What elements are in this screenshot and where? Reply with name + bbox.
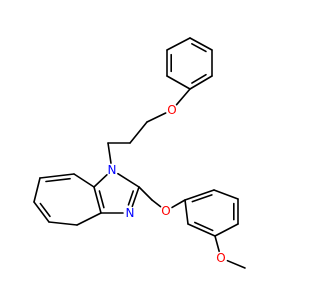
bond-r2-r3 — [213, 189, 239, 200]
bond-p4-p5 — [166, 75, 191, 90]
bond-c7a-n1 — [93, 174, 108, 188]
bond-p6-p1 — [166, 37, 191, 51]
bond-p4-oc — [175, 88, 191, 106]
bond-r1-r2-inner — [191, 194, 213, 203]
bond-c2i-ch2 — [138, 186, 153, 201]
atom-label-n1: N — [108, 163, 117, 177]
bond-c5-c4 — [33, 201, 50, 223]
bond-c3a-c7a — [93, 186, 102, 214]
bond-oe-r1 — [171, 199, 186, 209]
bond-p1-p2-inner — [191, 42, 207, 53]
bond-c3-n1 — [107, 142, 112, 164]
bond-c2i-n3-inner — [127, 190, 135, 206]
bond-c4-c4b — [48, 221, 78, 226]
bond-r4-r5 — [214, 223, 239, 237]
bond-r5-om — [214, 235, 220, 253]
bond-c4b-c3a — [76, 212, 102, 226]
bond-c3a-c7a-inner — [98, 190, 105, 209]
bond-c2i-n3 — [131, 186, 140, 208]
atom-label-o-ether: O — [161, 204, 170, 218]
bond-p1-p2 — [189, 37, 213, 51]
bond-c6-c5 — [33, 177, 41, 203]
bond-om-me — [226, 259, 246, 269]
atom-label-o-methoxy: O — [216, 251, 225, 265]
bond-p3-p4-inner — [191, 73, 207, 84]
bond-c1-c2 — [129, 121, 148, 144]
bond-r5-r6-inner — [194, 221, 214, 232]
bond-c7a-c7 — [73, 173, 95, 188]
bond-r1-r2 — [184, 189, 215, 201]
bond-c7-c6 — [39, 173, 75, 179]
bond-p3-p4 — [189, 75, 213, 90]
atom-label-n3: N — [126, 206, 135, 220]
bond-r5-r6 — [187, 223, 216, 237]
molecule-structure-diagram: N N O O O — [33, 37, 246, 269]
bond-r6-r1 — [184, 199, 189, 225]
bond-ch2-oe — [151, 199, 162, 208]
bond-c5-c4-inner — [39, 202, 51, 218]
bond-oc-c1 — [146, 112, 167, 123]
bond-c7-c6-inner — [45, 177, 71, 183]
bond-n1-c2i — [117, 172, 140, 188]
atom-label-o-chain: O — [167, 103, 176, 117]
atom-label-layer: N N O O O — [108, 103, 226, 265]
bond-layer — [33, 37, 246, 269]
